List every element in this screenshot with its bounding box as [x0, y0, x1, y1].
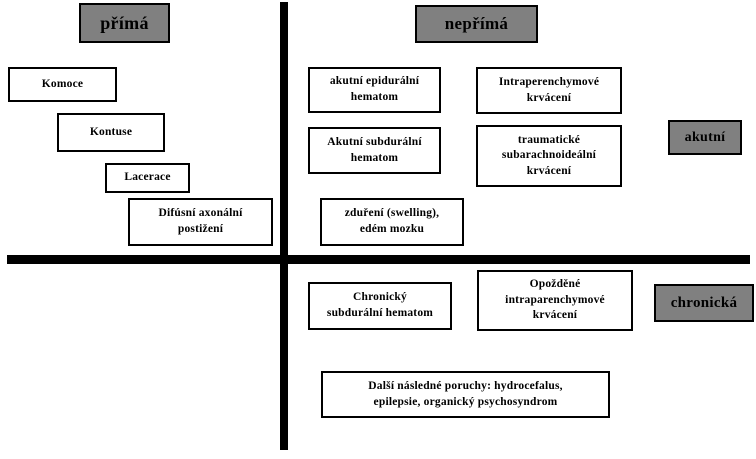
vertical-divider [280, 2, 288, 450]
node-traumaticke-subarachnoidealni-krvaceni: traumatické subarachnoideální krvácení [476, 125, 622, 187]
horizontal-divider [7, 255, 750, 264]
header-neprima: nepřímá [415, 5, 538, 43]
node-lacerace: Lacerace [105, 163, 190, 193]
header-akutni: akutní [668, 120, 742, 155]
node-intraperenchymove-krvaceni: Intraperenchymové krvácení [476, 67, 622, 114]
node-opozdene-intraparenchymove-krvaceni: Opožděné intraparenchymové krvácení [477, 270, 633, 331]
header-prima: přímá [79, 3, 170, 43]
node-zdureni-edem-mozku: zduření (swelling), edém mozku [320, 198, 464, 246]
node-komoce: Komoce [8, 67, 117, 102]
header-chronicka: chronická [654, 284, 754, 322]
node-kontuse: Kontuse [57, 113, 165, 152]
node-akutni-subduralni-hematom: Akutní subdurální hematom [308, 127, 441, 174]
node-difusni-axonalni-postizeni: Difúsní axonální postižení [128, 198, 273, 246]
node-chronicky-subduralni-hematom: Chronický subdurální hematom [308, 282, 452, 330]
node-dalsi-nasledne-poruchy: Další následné poruchy: hydrocefalus, ep… [321, 371, 610, 418]
node-akutni-epiduralni-hematom: akutní epidurální hematom [308, 67, 441, 113]
